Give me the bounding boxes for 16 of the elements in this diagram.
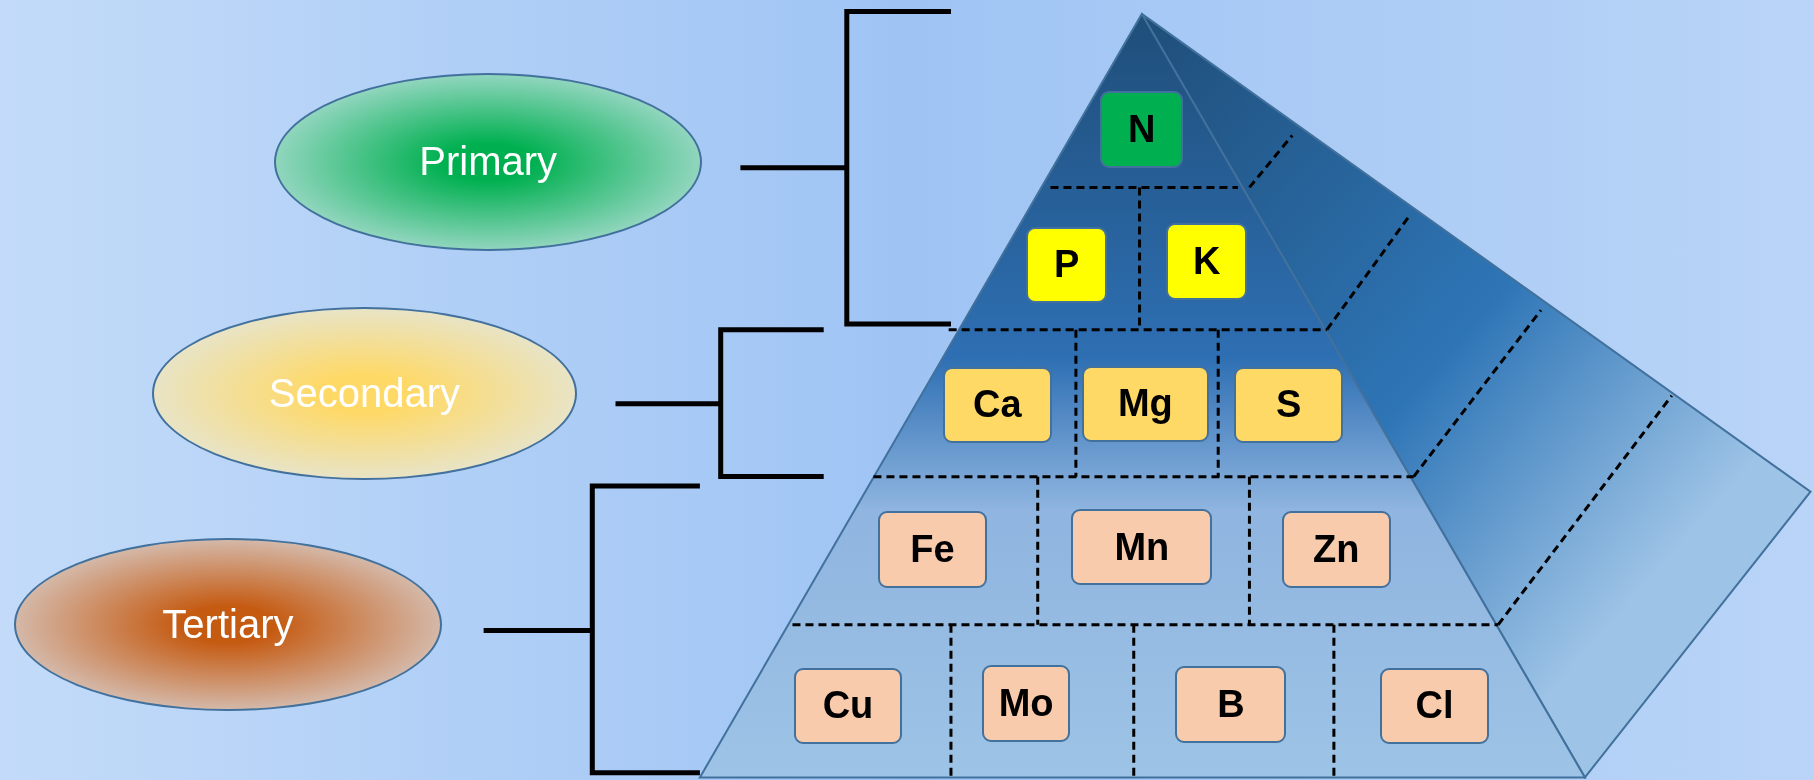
element-tile: Mo: [982, 665, 1071, 742]
element-tile: N: [1100, 91, 1184, 168]
element-tile: B: [1175, 666, 1287, 743]
element-tile: Zn: [1281, 511, 1391, 588]
element-tile: Cl: [1380, 667, 1489, 744]
category-ellipse: Primary: [274, 72, 703, 252]
category-ellipse: Tertiary: [13, 537, 442, 712]
element-tile: K: [1166, 223, 1248, 300]
element-tile: Ca: [942, 366, 1052, 444]
element-tile: Cu: [793, 667, 903, 744]
element-tile: Mn: [1071, 509, 1213, 586]
element-tile: P: [1026, 226, 1108, 304]
element-tile: Mg: [1081, 365, 1209, 442]
element-tile: S: [1234, 366, 1344, 444]
element-tile: Fe: [878, 511, 987, 588]
category-ellipse: Secondary: [151, 306, 578, 481]
